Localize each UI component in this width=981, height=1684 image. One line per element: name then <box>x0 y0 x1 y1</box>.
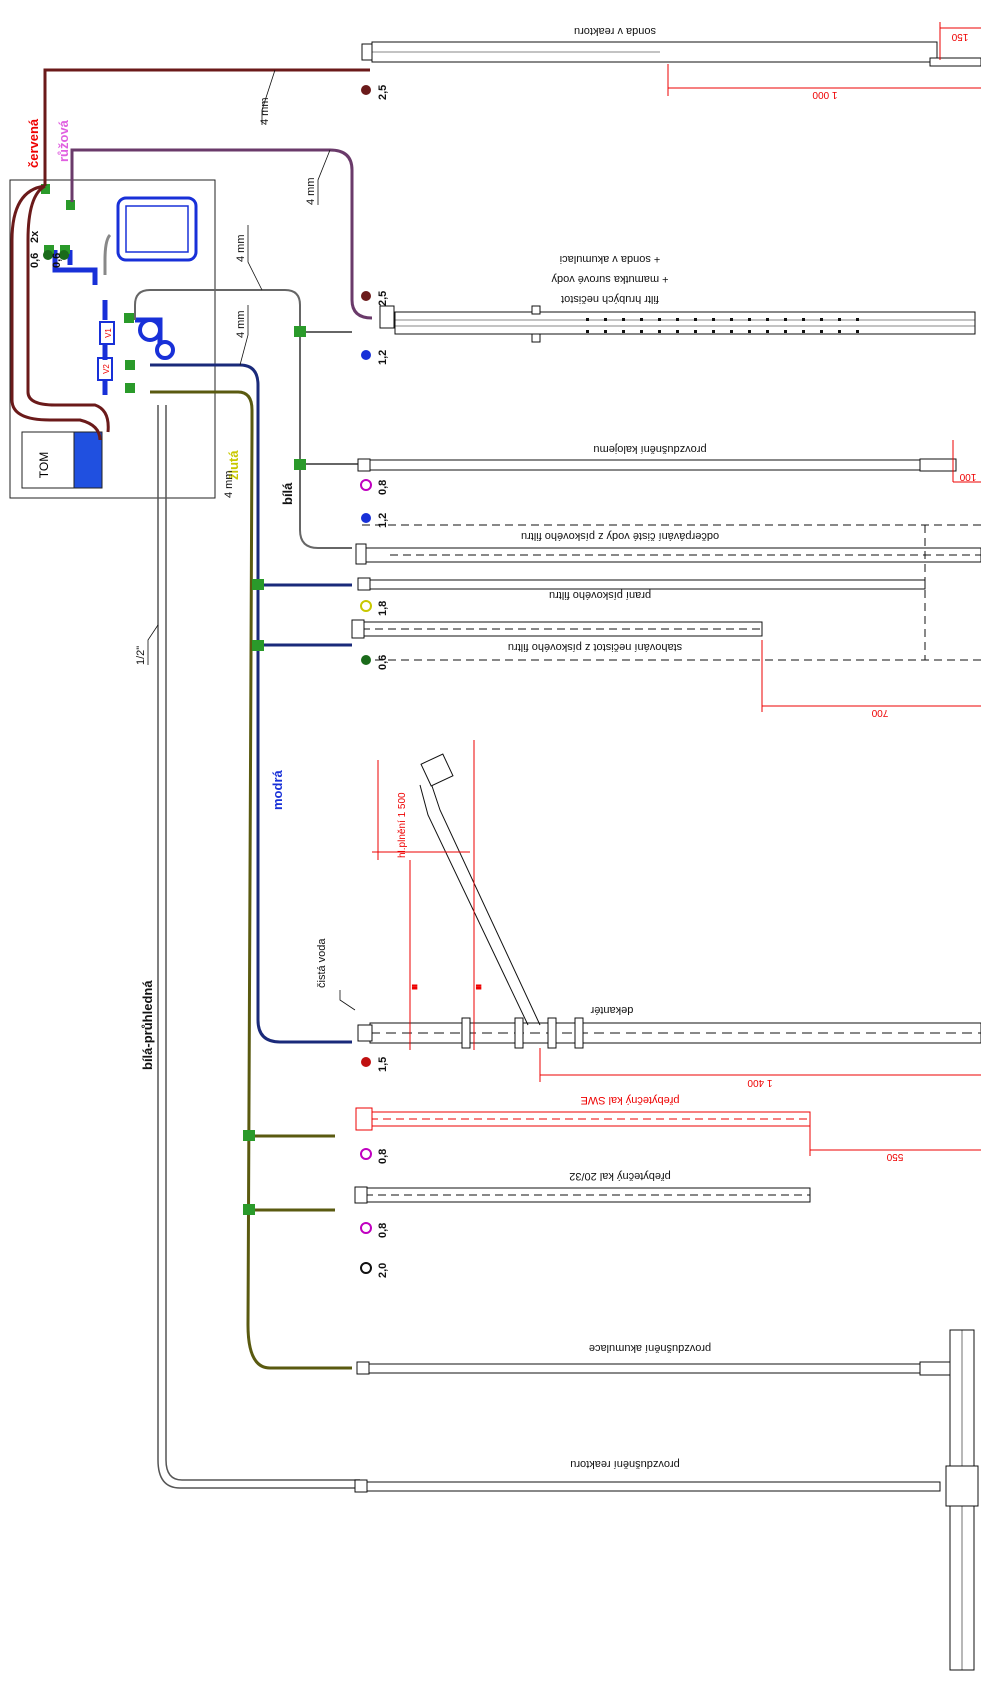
pipe-provz-reaktoru: provzdušnění reaktoru <box>359 1329 979 1671</box>
tom-unit: TOM <box>21 431 103 489</box>
pipe-provz-kalojemu: provzdušnění kalojemu <box>367 443 957 472</box>
hose-cervena <box>43 68 370 186</box>
svg-text:≡: ≡ <box>476 982 481 992</box>
value-v9: 0,8 <box>377 1149 389 1164</box>
svg-text:provzdušnění akumulace: provzdušnění akumulace <box>589 1342 711 1354</box>
controller-valve-b: 0,6 <box>51 250 69 268</box>
pipe-stahovani: stahování nečistot z pískového filtru <box>361 621 981 661</box>
hose-modra <box>150 363 352 1044</box>
tube-size-labels: 4 mm 4 mm 4 mm 4 mm 4 mm 1/2" <box>135 69 331 665</box>
pipe-prebytecny-20: přebytečný kal 20/32 <box>364 1170 811 1203</box>
label-cervena: červená <box>26 118 41 168</box>
valve-v1: V1 <box>99 321 115 345</box>
svg-text:4 mm: 4 mm <box>305 178 317 206</box>
value-v4: 0,8 <box>377 480 389 495</box>
svg-text:4 mm: 4 mm <box>259 98 271 126</box>
valve-v2: V2 <box>97 357 113 381</box>
svg-text:4 mm: 4 mm <box>235 311 247 339</box>
twox-label: 2x <box>29 230 41 243</box>
pipe-provz-akumulace: provzdušnění akumulace <box>364 1342 957 1376</box>
svg-text:V1: V1 <box>104 328 113 338</box>
svg-text:+ mamutka surové vody: + mamutka surové vody <box>551 273 669 285</box>
label-zluta: žlutá <box>226 450 241 480</box>
value-v11: 2,0 <box>377 1263 389 1278</box>
hose-zluta <box>150 390 352 1370</box>
svg-text:+ sonda v akumulaci: + sonda v akumulaci <box>560 253 661 265</box>
water-level: ≡ ≡ <box>372 740 482 1050</box>
value-v7: 0,6 <box>377 655 389 670</box>
svg-text:odčerpávání čisté vody z písko: odčerpávání čisté vody z pískového filtr… <box>521 530 719 542</box>
hladina-label: hl.plnění 1 500 <box>397 792 408 858</box>
pipe-sonda-reaktor: sonda v reaktoru <box>371 25 981 67</box>
svg-text:stahování nečistot z pískového: stahování nečistot z pískového filtru <box>508 641 682 653</box>
hose-bila <box>134 289 352 549</box>
dim-100: 100 <box>959 471 976 482</box>
svg-text:0,6: 0,6 <box>29 253 41 268</box>
value-v5: 1,2 <box>377 513 389 528</box>
distribution-manifold <box>52 250 163 395</box>
value-v6: 1,8 <box>377 601 389 616</box>
label-modra: modrá <box>270 770 285 811</box>
value-v8: 1,5 <box>377 1057 389 1072</box>
svg-text:4 mm: 4 mm <box>235 235 247 263</box>
value-v3: 1,2 <box>377 350 389 365</box>
svg-text:přebytečný kal 20/32: přebytečný kal 20/32 <box>569 1170 671 1182</box>
svg-text:čistá voda: čistá voda <box>316 938 328 988</box>
hose-cervena-loop <box>10 184 102 441</box>
valve-markers: 2,5 2,5 1,2 0,8 1,2 1,8 0,6 1,5 0,8 0,8 … <box>360 85 389 1278</box>
value-v2: 2,5 <box>377 291 389 306</box>
blower-unit <box>116 196 198 262</box>
controller-box: TOM V1 V2 <box>9 179 216 499</box>
dim-1400: 1 400 <box>747 1077 772 1088</box>
svg-text:praní pískového filtru: praní pískového filtru <box>549 589 651 601</box>
svg-text:4 mm: 4 mm <box>223 471 235 499</box>
svg-text:0,6: 0,6 <box>51 253 63 268</box>
green-fittings <box>41 184 135 393</box>
svg-text:dekantér: dekantér <box>590 1004 633 1016</box>
svg-text:provzdušnění kalojemu: provzdušnění kalojemu <box>593 443 706 455</box>
dimensions <box>539 22 981 1156</box>
pipe-fittings <box>351 43 395 1493</box>
hose-bila-pruhledna <box>157 405 360 1489</box>
svg-text:1/2": 1/2" <box>135 646 147 665</box>
dim-1000: 1 000 <box>812 89 837 100</box>
svg-text:V2: V2 <box>102 364 111 374</box>
pipe-filtr-hrubych: filtr hrubých nečistot + mamutka surové … <box>394 253 976 343</box>
svg-text:přebytečný kal SWE: přebytečný kal SWE <box>580 1094 679 1106</box>
value-v10: 0,8 <box>377 1223 389 1238</box>
hose-ruzova <box>70 148 373 320</box>
controller-valve-a: 0,6 <box>29 250 53 268</box>
pipe-prani: praní pískového filtru <box>364 579 926 601</box>
pipe-prebytecny-swe: přebytečný kal SWE <box>355 1094 811 1131</box>
label-ruzova: růžová <box>56 119 71 162</box>
svg-text:provzdušnění reaktoru: provzdušnění reaktoru <box>570 1458 679 1470</box>
label-bila-pruhledna: bílá-průhledná <box>140 980 155 1070</box>
dim-150: 150 <box>951 31 968 42</box>
value-v1: 2,5 <box>377 85 389 100</box>
tom-label: TOM <box>37 452 51 478</box>
dim-700: 700 <box>871 707 888 718</box>
svg-text:sonda v reaktoru: sonda v reaktoru <box>574 25 656 37</box>
pipe-dekanter: dekantér čistá voda <box>316 753 981 1049</box>
svg-text:filtr hrubých nečistot: filtr hrubých nečistot <box>561 293 659 305</box>
dim-550: 550 <box>886 1151 903 1162</box>
svg-text:≡: ≡ <box>412 982 417 992</box>
pipe-odcerpavani: odčerpávání čisté vody z pískového filtr… <box>361 524 981 563</box>
label-bila: bílá <box>280 482 295 505</box>
hose-tees <box>243 326 306 1215</box>
